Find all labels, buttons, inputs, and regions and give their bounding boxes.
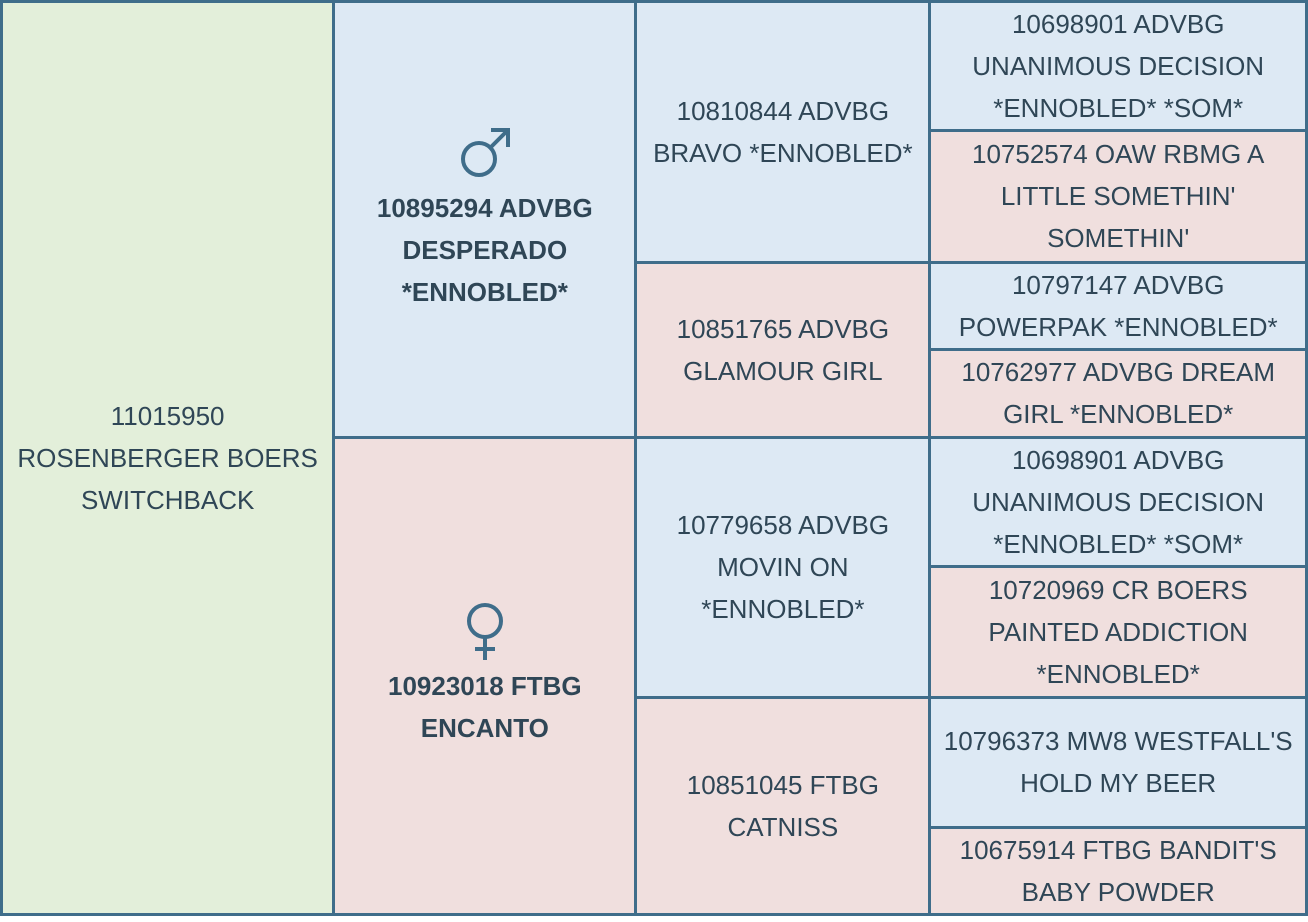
sire-sire-cell: 10810844 ADVBG BRAVO *ENNOBLED* bbox=[634, 0, 932, 264]
male-symbol-icon bbox=[455, 125, 515, 183]
dam-cell: 10923018 FTBG ENCANTO bbox=[332, 435, 638, 917]
dam-dam-name: 10851045 FTBG CATNISS bbox=[686, 769, 879, 842]
dam-sire-name: 10779658 ADVBG MOVIN ON *ENNOBLED* bbox=[676, 510, 890, 625]
sire-dam-cell: 10851765 ADVBG GLAMOUR GIRL bbox=[634, 260, 932, 439]
dam-dam-dam-name: 10675914 FTBG BANDIT'S BABY POWDER bbox=[959, 834, 1277, 907]
dam-sire-dam-name: 10720969 CR BOERS PAINTED ADDICTION *ENN… bbox=[988, 574, 1248, 689]
sire-dam-name: 10851765 ADVBG GLAMOUR GIRL bbox=[676, 313, 890, 386]
dam-sire-sire-name: 10698901 ADVBG UNANIMOUS DECISION *ENNOB… bbox=[972, 445, 1265, 560]
dam-sire-sire-cell: 10698901 ADVBG UNANIMOUS DECISION *ENNOB… bbox=[928, 435, 1308, 569]
female-symbol-icon bbox=[455, 602, 515, 661]
sire-dam-sire-name: 10797147 ADVBG POWERPAK *ENNOBLED* bbox=[958, 269, 1278, 342]
dam-name: 10923018 FTBG ENCANTO bbox=[387, 670, 582, 743]
dam-dam-sire-name: 10796373 MW8 WESTFALL'S HOLD MY BEER bbox=[943, 726, 1293, 799]
sire-sire-sire-cell: 10698901 ADVBG UNANIMOUS DECISION *ENNOB… bbox=[928, 0, 1308, 133]
sire-sire-dam-name: 10752574 OAW RBMG A LITTLE SOMETHIN' SOM… bbox=[971, 139, 1265, 254]
sire-dam-dam-cell: 10762977 ADVBG DREAM GIRL *ENNOBLED* bbox=[928, 347, 1308, 439]
dam-dam-dam-cell: 10675914 FTBG BANDIT'S BABY POWDER bbox=[928, 825, 1308, 917]
subject-cell: 11015950 ROSENBERGER BOERS SWITCHBACK bbox=[0, 0, 336, 916]
dam-sire-dam-cell: 10720969 CR BOERS PAINTED ADDICTION *ENN… bbox=[928, 565, 1308, 699]
sire-dam-sire-cell: 10797147 ADVBG POWERPAK *ENNOBLED* bbox=[928, 260, 1308, 351]
sire-sire-sire-name: 10698901 ADVBG UNANIMOUS DECISION *ENNOB… bbox=[972, 9, 1265, 124]
subject-name: 11015950 ROSENBERGER BOERS SWITCHBACK bbox=[17, 401, 318, 515]
sire-dam-dam-name: 10762977 ADVBG DREAM GIRL *ENNOBLED* bbox=[961, 357, 1275, 430]
dam-dam-cell: 10851045 FTBG CATNISS bbox=[634, 695, 932, 916]
dam-sire-cell: 10779658 ADVBG MOVIN ON *ENNOBLED* bbox=[634, 435, 932, 699]
sire-sire-dam-cell: 10752574 OAW RBMG A LITTLE SOMETHIN' SOM… bbox=[928, 129, 1308, 264]
sire-name: 10895294 ADVBG DESPERADO *ENNOBLED* bbox=[376, 193, 593, 308]
dam-dam-sire-cell: 10796373 MW8 WESTFALL'S HOLD MY BEER bbox=[928, 695, 1308, 829]
sire-sire-name: 10810844 ADVBG BRAVO *ENNOBLED* bbox=[653, 95, 913, 168]
sire-cell: 10895294 ADVBG DESPERADO *ENNOBLED* bbox=[332, 0, 638, 439]
